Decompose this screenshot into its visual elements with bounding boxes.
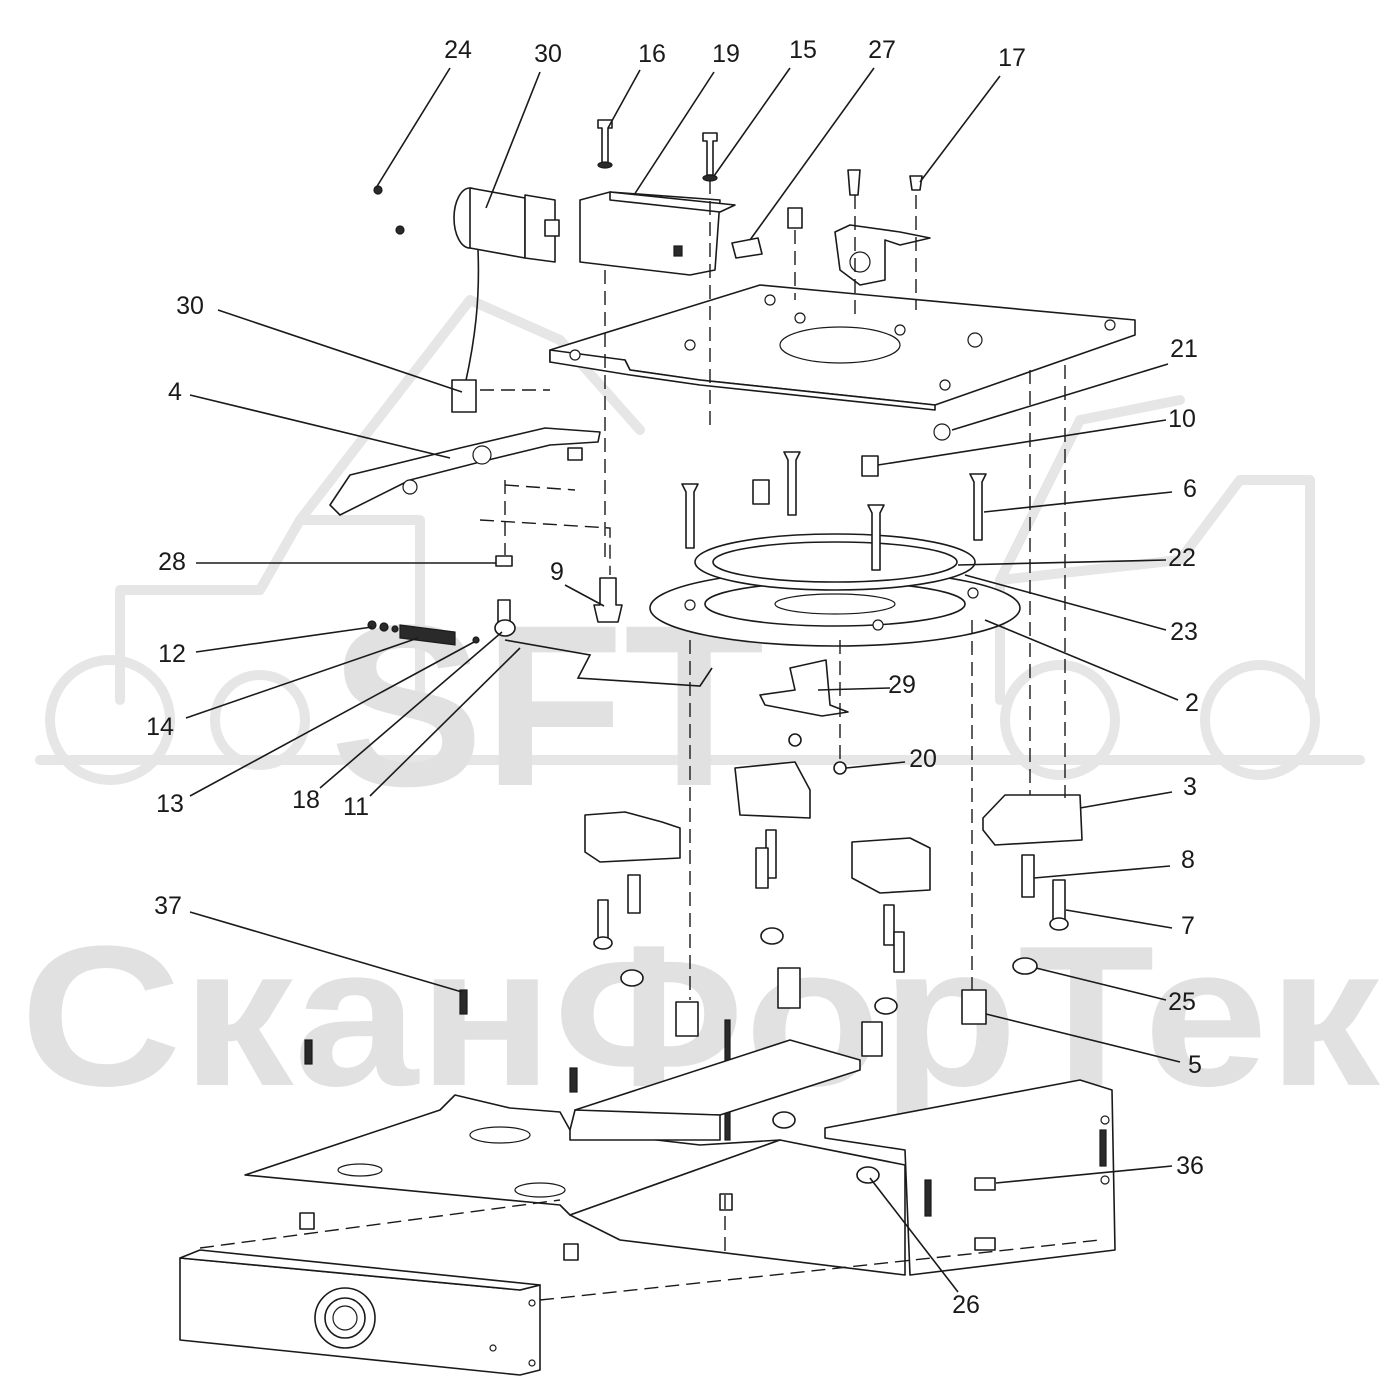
- callout-label-c36: 36: [1176, 1152, 1204, 1180]
- front-cover: [179, 1193, 733, 1376]
- leader-line-c36: [995, 1165, 1173, 1184]
- leader-line-c5: [985, 1013, 1181, 1063]
- callout-label-c20: 20: [909, 745, 937, 773]
- callout-label-c7: 7: [1181, 912, 1195, 940]
- callout-label-c13: 13: [156, 790, 184, 818]
- leader-line-c15: [713, 67, 791, 177]
- callout-label-c9: 9: [550, 558, 564, 586]
- top-fasteners: [373, 119, 931, 286]
- motor-assembly: [451, 187, 560, 413]
- callout-label-c27: 27: [868, 36, 896, 64]
- linkage-arm: [329, 427, 601, 516]
- callout-label-c29: 29: [888, 671, 916, 699]
- callout-label-c30b: 30: [176, 292, 204, 320]
- callout-label-c16: 16: [638, 40, 666, 68]
- leader-line-c30a: [485, 71, 541, 209]
- callout-label-c8: 8: [1181, 846, 1195, 874]
- callout-label-c21: 21: [1170, 335, 1198, 363]
- leader-line-c13: [189, 641, 475, 797]
- leader-line-c7: [1065, 909, 1173, 929]
- turntable-assembly: [649, 533, 1021, 647]
- leader-line-c11: [369, 647, 521, 797]
- callout-label-c17: 17: [998, 44, 1026, 72]
- callout-label-c26: 26: [952, 1291, 980, 1319]
- solenoid-bracket: [579, 191, 736, 276]
- leader-line-c37: [189, 911, 463, 993]
- callout-label-c23: 23: [1170, 618, 1198, 646]
- callout-label-c10: 10: [1168, 405, 1196, 433]
- callout-label-c2: 2: [1185, 689, 1199, 717]
- leader-line-c27: [749, 67, 875, 241]
- leader-line-c2: [984, 619, 1179, 701]
- leader-line-c29: [817, 687, 891, 691]
- leader-line-c21: [951, 363, 1169, 431]
- callout-label-c19: 19: [712, 40, 740, 68]
- callout-label-c30a: 30: [534, 40, 562, 68]
- leader-line-c17: [919, 75, 1001, 183]
- leader-line-c4: [189, 394, 451, 459]
- callout-label-c12: 12: [158, 640, 186, 668]
- leader-line-c14: [185, 637, 419, 719]
- callout-label-c18: 18: [292, 786, 320, 814]
- spring-rod-assembly: [367, 555, 713, 687]
- callout-label-c4: 4: [168, 378, 182, 406]
- assembly-dashed-lines: [199, 180, 1101, 1301]
- leader-line-c10: [877, 419, 1167, 466]
- callout-label-c3: 3: [1183, 773, 1197, 801]
- leader-line-c26: [869, 1177, 959, 1293]
- leader-line-c3: [1079, 791, 1173, 809]
- brake-shoe: [759, 659, 849, 775]
- callout-label-c37: 37: [154, 892, 182, 920]
- leader-line-c18: [319, 631, 503, 789]
- leader-line-c20: [845, 761, 906, 769]
- leader-line-c12: [195, 626, 373, 653]
- leader-line-c23: [964, 574, 1167, 631]
- callout-label-c15: 15: [789, 36, 817, 64]
- leader-line-c8: [1033, 865, 1171, 879]
- leader-line-c25: [1035, 967, 1167, 1001]
- callout-label-c11: 11: [343, 793, 369, 821]
- bolts-and-dowels: [681, 423, 987, 571]
- support-blocks: [584, 761, 1083, 894]
- leader-line-c30b: [217, 309, 463, 393]
- callout-label-c22: 22: [1168, 544, 1196, 572]
- callout-label-c24a: 24: [444, 36, 472, 64]
- leader-line-c9: [564, 584, 605, 607]
- callout-label-c6: 6: [1183, 475, 1197, 503]
- leader-line-c19: [633, 71, 715, 196]
- callout-label-c5: 5: [1188, 1051, 1202, 1079]
- callout-label-c25: 25: [1168, 988, 1196, 1016]
- watermark-machinery-icon: [35, 295, 1365, 785]
- callout-label-c28: 28: [158, 548, 186, 576]
- leader-line-c24a: [375, 67, 451, 189]
- leader-line-c6: [983, 491, 1173, 513]
- parts-drawing: [179, 119, 1136, 1376]
- leader-line-c22: [957, 559, 1167, 566]
- base-frame: [244, 1039, 1116, 1276]
- leader-line-c16: [607, 69, 641, 129]
- callout-label-c14: 14: [146, 713, 174, 741]
- top-mounting-plate: [549, 284, 1136, 411]
